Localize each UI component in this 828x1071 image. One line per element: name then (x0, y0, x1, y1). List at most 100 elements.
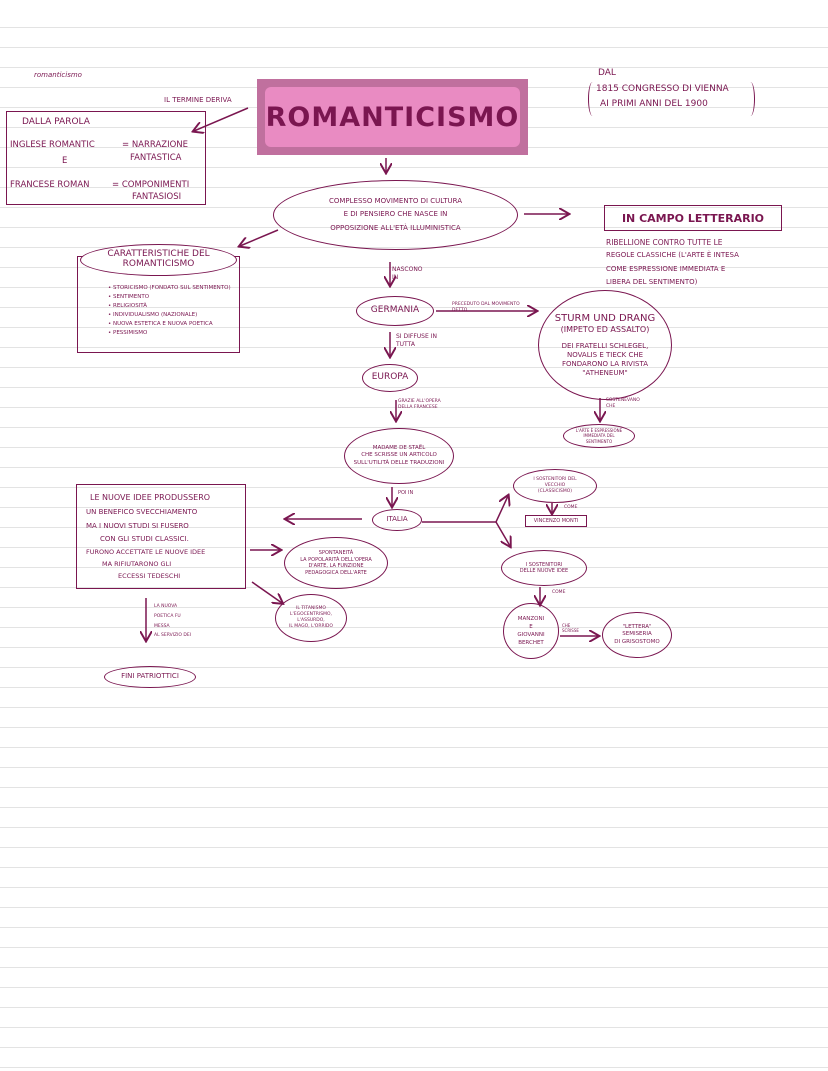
letter-line3: DI GRISOSTOMO (614, 638, 660, 645)
arrow-italy-branch-down (495, 521, 510, 546)
preceded-note: PRECEDUTO DAL MOVIMENTO DETTO (452, 302, 520, 313)
new-poetry-line1: LA NUOVA (154, 604, 178, 609)
author-line1: MANZONI (517, 615, 545, 622)
origin-line1: DALLA PAROLA (22, 117, 90, 127)
origin-french-meaning2: FANTASIOSI (132, 192, 182, 202)
rejected-line3: L'ASSURDO, (297, 618, 325, 623)
spread-note: SI DIFFUSE IN TUTTA (396, 333, 437, 348)
classic-come: COME (564, 505, 578, 510)
dates-line-1: DAL (598, 68, 616, 78)
wrote-note: CHE SCRISSE (562, 623, 579, 633)
spontaneity-line2: LA POPOLARITÀ DELL'OPERA (300, 556, 372, 563)
italy-ideas-box (76, 484, 246, 589)
authors-oval: MANZONI E GIOVANNI BERCHET (503, 603, 559, 659)
characteristics-title-oval: CARATTERISTICHE DEL ROMANTICISMO (80, 244, 237, 276)
spontaneity-oval: SPONTANEITÀ LA POPOLARITÀ DELL'OPERA D'A… (284, 537, 388, 589)
characteristics-title-2: ROMANTICISMO (122, 259, 195, 269)
letter-line1: "LETTERA" (622, 624, 652, 631)
origin-english-meaning2: FANTASTICA (130, 153, 182, 163)
stael-line2: CHE SCRISSE UN ARTICOLO (361, 452, 437, 459)
new-poetry-line3: MESSA (154, 624, 170, 629)
sturm-line4: "ATHENEUM" (582, 368, 628, 377)
characteristics-list: STORICISMO (FONDATO SUL SENTIMENTO) SENT… (108, 284, 231, 338)
rejected-line1: IL TITANISMO (296, 606, 326, 612)
classic-supporters-oval: I SOSTENITORI DEL VECCHIO (CLASSICISMO) (513, 469, 597, 503)
characteristics-item: SENTIMENTO (108, 293, 231, 302)
origin-french-meaning: = COMPONIMENTI (112, 180, 190, 190)
sturm-subtitle: (IMPETO ED ASSALTO) (560, 325, 650, 335)
patriotic-oval: FINI PATRIOTTICI (104, 666, 196, 688)
rejected-line4: IL MAGO, L'ORRIDO (289, 623, 333, 629)
thanks-note: GRAZIE ALL'OPERA DELLA FRANCESE (398, 399, 441, 410)
arrow-italy-branch (422, 496, 508, 523)
dates-line-2: 1815 CONGRESSO DI VIENNA (596, 84, 729, 94)
italy-ideas-line4: CON GLI STUDI CLASSICI. (100, 535, 189, 543)
origin-box (6, 111, 206, 205)
europe-oval: EUROPA (362, 364, 418, 392)
origin-french: FRANCESE ROMAN (10, 180, 90, 190)
letter-oval: "LETTERA" SEMISERIA DI GRISOSTOMO (602, 612, 672, 658)
stael-line3: SULL'UTILITÀ DELLE TRADUZIONI (353, 459, 445, 466)
italy-ideas-line6: MA RIFIUTARONO GLI (102, 560, 172, 568)
spontaneity-line3: D'ARTE, LA FUNZIONE (308, 563, 364, 569)
then-note: POI IN (398, 490, 414, 496)
sturm-line3: FONDARONO LA RIVISTA (562, 359, 648, 368)
monti-box: VINCENZO MONTI (525, 515, 587, 527)
europe-label: EUROPA (371, 372, 409, 383)
characteristics-title-1: CARATTERISTICHE DEL (107, 249, 210, 260)
italy-ideas-line7: ECCESSI TEDESCHI (118, 572, 181, 580)
characteristics-item: STORICISMO (FONDATO SUL SENTIMENTO) (108, 284, 231, 293)
characteristics-item: PESSIMISMO (108, 329, 231, 338)
author-line2: E (529, 623, 533, 630)
stael-oval: MADAME DE STAËL CHE SCRISSE UN ARTICOLO … (344, 428, 454, 484)
origin-english-meaning: = NARRAZIONE (122, 140, 189, 150)
italy-ideas-line1: LE NUOVE IDEE PRODUSSERO (90, 493, 211, 502)
characteristics-item: INDIVIDUALISMO (NAZIONALE) (108, 311, 231, 320)
art-expression-text: L'ARTE È ESPRESSIONE IMMEDIATA DEL SENTI… (575, 428, 623, 444)
letter-line2: SEMISERIA (622, 631, 652, 638)
definition-line1: COMPLESSO MOVIMENTO DI CULTURA (329, 197, 462, 206)
dates-bracket-right (746, 82, 755, 116)
italy-ideas-line3: MA I NUOVI STUDI SI FUSERO (86, 522, 189, 530)
dates-bracket-left (588, 82, 597, 116)
page-title: ROMANTICISMO (265, 101, 520, 133)
term-note: IL TERMINE DERIVA (164, 96, 232, 104)
literary-line1: RIBELLIONE CONTRO TUTTE LE (606, 238, 723, 247)
literary-line3: COME ESPRESSIONE IMMEDIATA E (606, 265, 726, 273)
art-expression-oval: L'ARTE È ESPRESSIONE IMMEDIATA DEL SENTI… (563, 424, 635, 448)
new-supporters-line2: DELLE NUOVE IDEE (519, 568, 569, 574)
author-line3: GIOVANNI (517, 632, 545, 638)
literary-line4: LIBERA DEL SENTIMENTO) (606, 278, 698, 286)
italy-ideas-line2: UN BENEFICO SVECCHIAMENTO (86, 508, 198, 516)
italy-ideas-line5: FURONO ACCETTATE LE NUOVE IDEE (86, 548, 206, 556)
spontaneity-line1: SPONTANEITÀ (318, 550, 354, 556)
sturm-title: STURM UND DRANG (554, 313, 656, 325)
new-supporters-oval: I SOSTENITORI DELLE NUOVE IDEE (501, 550, 587, 586)
sturm-oval: STURM UND DRANG (IMPETO ED ASSALTO) DEI … (538, 290, 672, 400)
literary-box: IN CAMPO LETTERARIO (604, 205, 782, 231)
new-come: COME (552, 590, 566, 595)
dates-line-3: AI PRIMI ANNI DEL 1900 (600, 99, 708, 109)
italy-label: ITALIA (386, 515, 408, 524)
sturm-line1: DEI FRATELLI SCHLEGEL, (561, 341, 649, 350)
corner-note: romanticismo (34, 71, 82, 79)
stael-line1: MADAME DE STAËL (372, 445, 426, 452)
rejected-line2: L'EGOCENTRISMO, (290, 612, 332, 618)
classic-line1: I SOSTENITORI DEL (533, 477, 577, 483)
literary-title: IN CAMPO LETTERARIO (621, 211, 765, 225)
new-poetry-line2: POETICA FU (154, 614, 181, 619)
italy-oval: ITALIA (372, 509, 422, 531)
arrow-left-to-rejected (251, 581, 282, 603)
sturm-line2: NOVALIS E TIECK CHE (566, 350, 644, 359)
characteristics-item: NUOVA ESTETICA E NUOVA POETICA (108, 320, 231, 329)
new-supporters-line1: I SOSTENITORI (525, 561, 563, 568)
arrow-term-to-origin (194, 107, 249, 131)
definition-line3: OPPOSIZIONE ALL'ETÀ ILLUMINISTICA (330, 223, 461, 232)
born-in-note: NASCONO IN (392, 266, 423, 281)
supported-note: SOSTENEVANO CHE (606, 398, 640, 409)
characteristics-item: RELIGIOSITÀ (108, 302, 231, 311)
new-poetry-line4: AL SERVIZIO DEI (154, 633, 192, 638)
spontaneity-line4: PEDAGOGICA DELL'ARTE (305, 569, 367, 576)
